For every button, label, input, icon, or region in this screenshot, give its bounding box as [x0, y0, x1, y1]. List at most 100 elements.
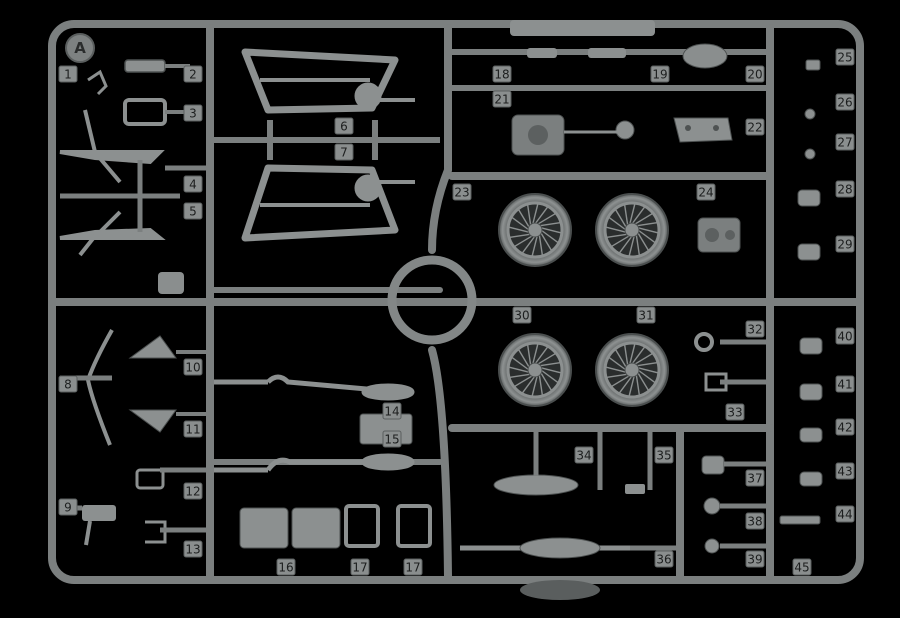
sprue-logo: A [65, 33, 95, 63]
part-number-tab: 22 [745, 118, 765, 136]
part-number-label: 5 [189, 205, 197, 219]
part-number-tab: 36 [654, 550, 674, 568]
part-small-bracket [87, 69, 108, 96]
part-number-label: 9 [64, 501, 72, 515]
part-number-label: 17 [405, 561, 420, 575]
part-number-label: 39 [747, 553, 762, 567]
part-number-label: 26 [837, 96, 852, 110]
part-number-label: 18 [494, 68, 509, 82]
part-number-tab: 17 [350, 558, 370, 576]
wheel-1 [498, 193, 572, 267]
part-number-tab: 11 [183, 420, 203, 438]
part-small-frame-12 [135, 468, 165, 490]
part-seat-20 [682, 43, 728, 69]
part-gearbox-24 [697, 217, 741, 253]
part-number-label: 21 [494, 93, 509, 107]
part-number-tab: 1 [58, 65, 78, 83]
part-bracket-35 [625, 484, 645, 494]
part-seat-cone-11 [128, 409, 208, 433]
part-number-tab: 37 [745, 469, 765, 487]
part-number-label: 13 [185, 543, 200, 557]
part-ring-32 [694, 332, 714, 352]
part-number-label: 14 [384, 405, 399, 419]
part-battery-box-16 [239, 507, 341, 549]
part-axle-36 [460, 537, 630, 600]
part-number-label: 25 [837, 51, 852, 65]
part-number-tab: 8 [58, 375, 78, 393]
part-number-label: 3 [189, 107, 197, 121]
part-number-tab: 30 [512, 306, 532, 324]
part-control-lever-lower [59, 210, 166, 257]
part-number-label: 35 [656, 449, 671, 463]
part-top-bracket-18 [510, 20, 655, 58]
part-number-tab: 15 [382, 430, 402, 448]
part-brake-rod-upper [214, 374, 415, 401]
part-number-tab: 43 [835, 462, 855, 480]
part-frame-bracket [123, 98, 190, 126]
part-number-label: 8 [64, 378, 72, 392]
part-number-label: 17 [352, 561, 367, 575]
part-number-tab: 12 [183, 482, 203, 500]
part-number-label: 42 [837, 421, 852, 435]
part-number-tab: 2 [183, 65, 203, 83]
part-number-tab: 26 [835, 93, 855, 111]
part-number-tab: 45 [792, 558, 812, 576]
part-number-label: 24 [698, 186, 713, 200]
left-ejector-tab [158, 272, 184, 294]
part-number-tab: 40 [835, 327, 855, 345]
part-number-tab: 23 [452, 183, 472, 201]
part-number-tab: 35 [654, 446, 674, 464]
part-chassis-frame-upper [241, 48, 415, 114]
part-number-label: 41 [837, 378, 852, 392]
part-number-tab: 32 [745, 320, 765, 338]
part-seat-cone-10 [128, 335, 208, 359]
part-number-tab: 29 [835, 235, 855, 253]
right-knobs [779, 59, 823, 525]
part-number-label: 32 [747, 323, 762, 337]
wheel-2 [595, 193, 669, 267]
part-number-tab: 44 [835, 505, 855, 523]
part-number-label: 6 [340, 120, 348, 134]
part-number-tab: 6 [334, 117, 354, 135]
part-number-label: 43 [837, 465, 852, 479]
part-number-label: 16 [278, 561, 293, 575]
part-number-tab: 31 [636, 306, 656, 324]
part-number-tab: 27 [835, 133, 855, 151]
part-number-label: 40 [837, 330, 852, 344]
part-tyre-flat [493, 474, 579, 496]
part-number-tab: 5 [183, 202, 203, 220]
part-control-lever-upper [59, 109, 165, 184]
part-handlebar-8 [85, 329, 114, 446]
sprue-ring [387, 255, 477, 345]
part-number-tab: 25 [835, 48, 855, 66]
part-chassis-frame-lower [241, 164, 415, 242]
part-number-label: 2 [189, 68, 197, 82]
part-number-label: 27 [837, 136, 852, 150]
part-number-label: 11 [185, 423, 200, 437]
part-number-tab: 21 [492, 90, 512, 108]
part-number-label: 34 [576, 449, 591, 463]
part-number-label: 28 [837, 183, 852, 197]
wheels [498, 193, 669, 407]
logo-letter: A [74, 39, 86, 57]
wheel-4 [595, 333, 669, 407]
part-number-label: 29 [837, 238, 852, 252]
part-number-tab: 13 [183, 540, 203, 558]
part-number-label: 45 [794, 561, 809, 575]
part-spring [124, 59, 190, 73]
part-number-tab: 10 [183, 358, 203, 376]
part-number-label: 33 [727, 406, 742, 420]
part-number-tab: 17 [403, 558, 423, 576]
part-number-label: 31 [638, 309, 653, 323]
part-number-label: 30 [514, 309, 529, 323]
part-number-tab: 34 [574, 446, 594, 464]
part-engine-block [511, 114, 635, 156]
part-number-label: 7 [340, 146, 348, 160]
part-number-label: 19 [652, 68, 667, 82]
part-number-label: 1 [64, 68, 72, 82]
wheel-3 [498, 333, 572, 407]
part-stand-9 [82, 505, 116, 546]
part-number-label: 15 [384, 433, 399, 447]
